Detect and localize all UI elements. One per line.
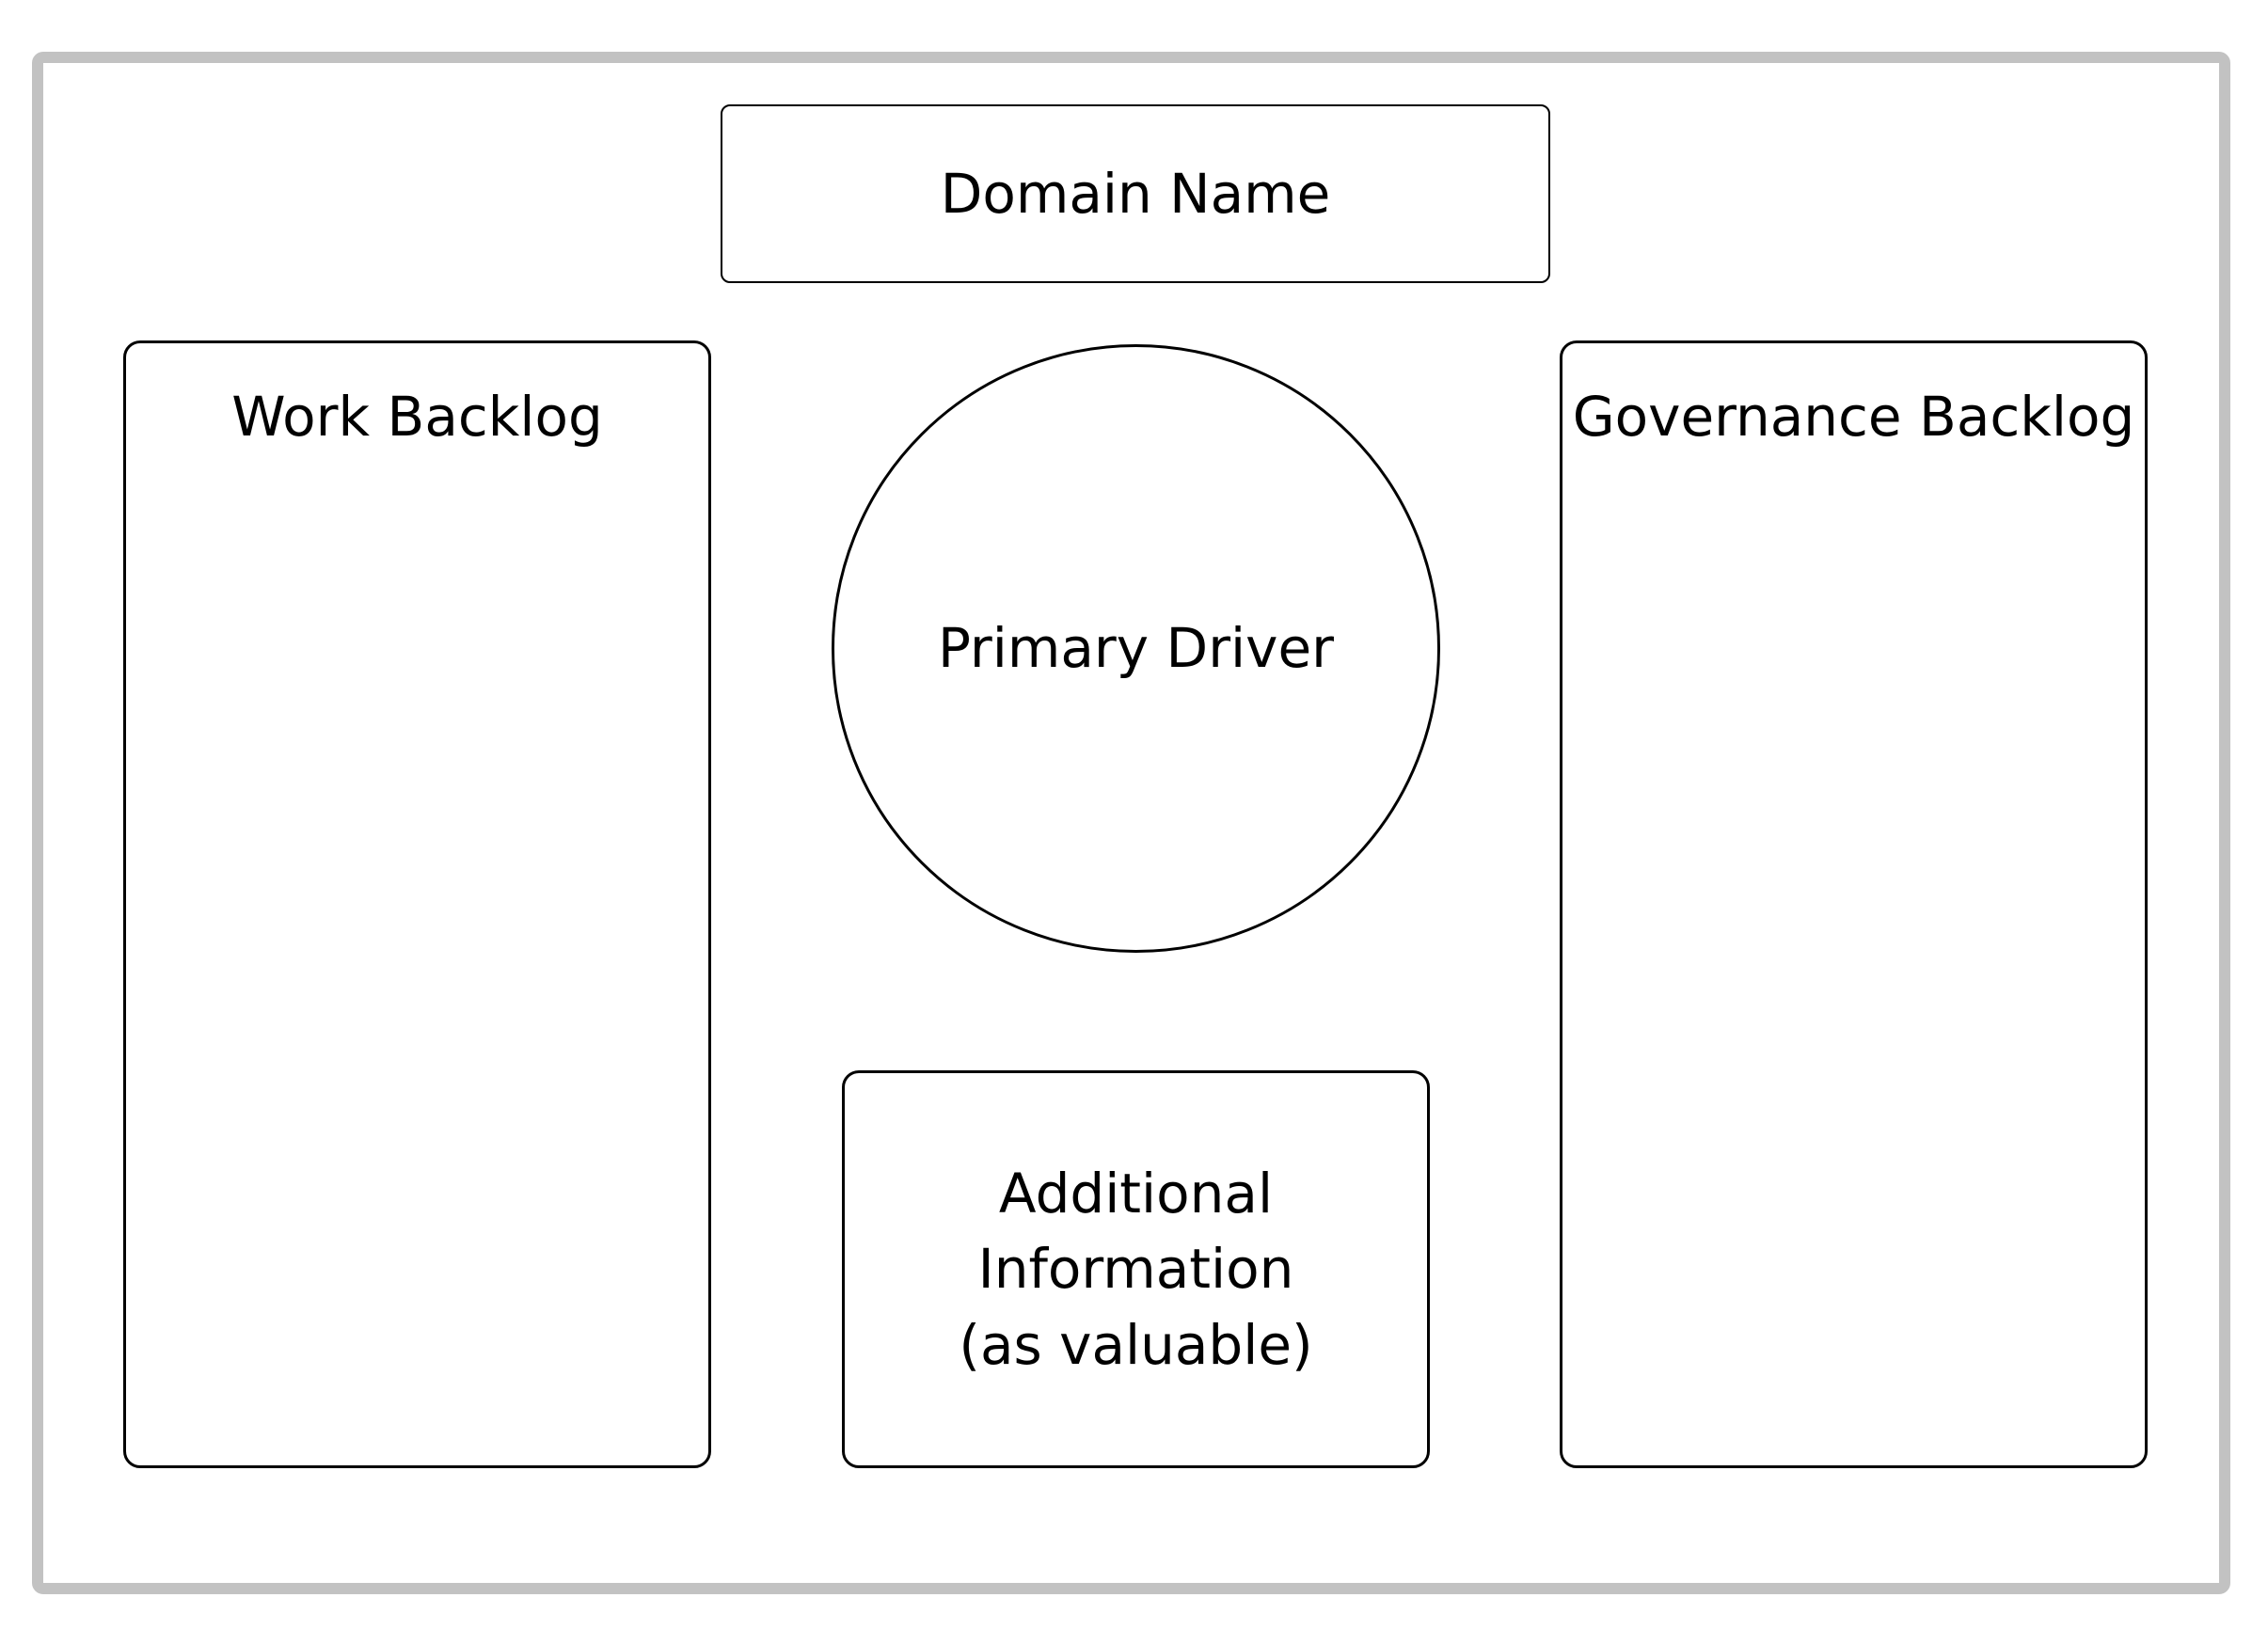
domain-name-label: Domain Name [940, 161, 1331, 226]
domain-name-box: Domain Name [721, 104, 1550, 283]
primary-driver-label: Primary Driver [937, 616, 1335, 681]
primary-driver-circle: Primary Driver [832, 344, 1440, 953]
additional-information-box: Additional Information (as valuable) [842, 1070, 1430, 1468]
governance-backlog-box: Governance Backlog [1560, 340, 2148, 1468]
work-backlog-label: Work Backlog [231, 385, 603, 449]
work-backlog-box: Work Backlog [123, 340, 711, 1468]
additional-information-label: Additional Information (as valuable) [959, 1162, 1313, 1377]
governance-backlog-label: Governance Backlog [1572, 385, 2135, 449]
